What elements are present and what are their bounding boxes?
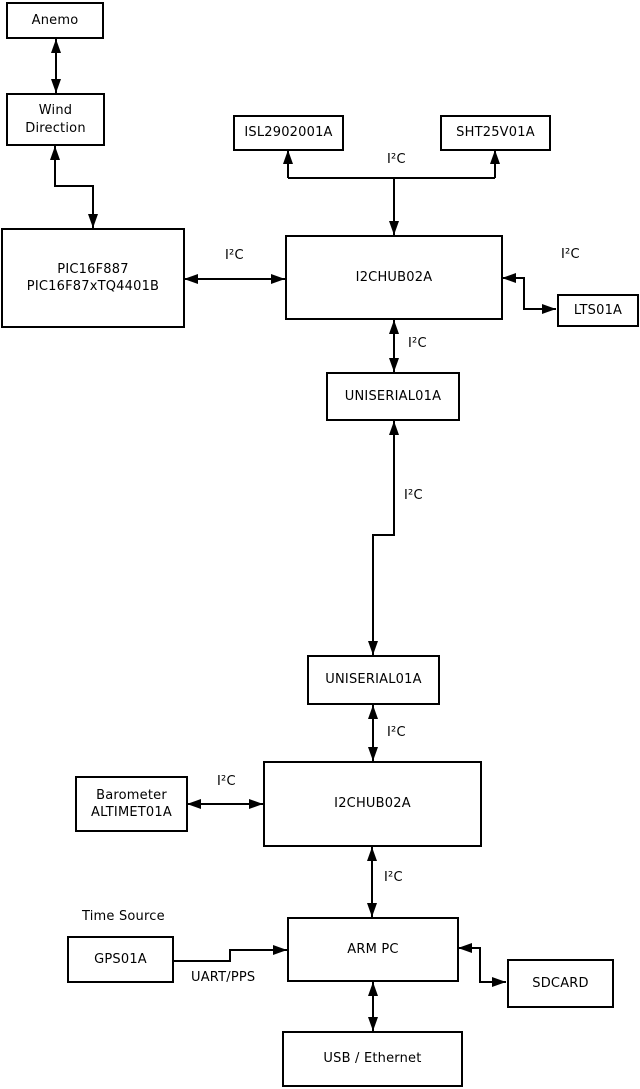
node-sdcard: SDCARD bbox=[507, 959, 614, 1008]
node-pic16f887-label-line2: PIC16F87xTQ4401B bbox=[26, 279, 160, 294]
node-i2chub02a-bottom: I2CHUB02A bbox=[263, 761, 482, 847]
edge-label-i2c-uniserial-link: I²C bbox=[404, 488, 423, 503]
edge-label-i2c-barometer-hub2: I²C bbox=[217, 774, 236, 789]
connector-lines bbox=[54, 39, 556, 1031]
node-arm-pc-label: ARM PC bbox=[347, 941, 399, 957]
node-barometer-label-line2: ALTIMET01A bbox=[91, 805, 172, 820]
node-barometer-label-line1: Barometer bbox=[96, 787, 167, 803]
node-wind-direction-label-line1: Wind bbox=[38, 103, 73, 119]
node-wind-direction-label-line2: Direction bbox=[25, 120, 86, 136]
node-lts01a-label: LTS01A bbox=[573, 302, 623, 318]
node-pic16f887: PIC16F887 PIC16F87xTQ4401B bbox=[1, 228, 185, 328]
node-anemo: Anemo bbox=[6, 2, 104, 39]
node-sdcard-label: SDCARD bbox=[532, 975, 589, 991]
edge-label-i2c-uniserial-hub2: I²C bbox=[387, 725, 406, 740]
node-sht25v01a-label: SHT25V01A bbox=[456, 125, 535, 141]
edge-label-time-source: Time Source bbox=[82, 909, 165, 924]
node-lts01a: LTS01A bbox=[557, 294, 639, 327]
node-i2chub02a-top-label: I2CHUB02A bbox=[355, 269, 433, 285]
node-usb-ethernet-label: USB / Ethernet bbox=[323, 1051, 422, 1067]
edge-label-uart-pps: UART/PPS bbox=[191, 970, 256, 985]
node-i2chub02a-bottom-label: I2CHUB02A bbox=[334, 796, 411, 812]
edge-label-i2c-hub2-armpc: I²C bbox=[384, 870, 403, 885]
edge-label-i2c-hub1-uniserial: I²C bbox=[408, 336, 427, 351]
node-i2chub02a-top: I2CHUB02A bbox=[285, 235, 503, 320]
node-usb-ethernet: USB / Ethernet bbox=[282, 1031, 463, 1087]
node-gps01a: GPS01A bbox=[67, 936, 174, 983]
node-gps01a-label: GPS01A bbox=[94, 951, 147, 967]
node-sht25v01a: SHT25V01A bbox=[440, 115, 551, 151]
edge-label-i2c-pic-hub1: I²C bbox=[225, 248, 244, 263]
edge-label-i2c-hub1-lts: I²C bbox=[561, 247, 580, 262]
node-barometer-altimet01a: Barometer ALTIMET01A bbox=[75, 776, 188, 832]
node-uniserial01a-top-label: UNISERIAL01A bbox=[344, 388, 442, 404]
node-isl2902001a: ISL2902001A bbox=[233, 115, 344, 151]
node-anemo-label: Anemo bbox=[31, 12, 79, 28]
node-arm-pc: ARM PC bbox=[287, 917, 459, 982]
connector-arrowheads bbox=[50, 39, 556, 1031]
node-isl2902001a-label: ISL2902001A bbox=[244, 125, 333, 141]
node-wind-direction: Wind Direction bbox=[6, 93, 105, 146]
edge-label-i2c-top-branch: I²C bbox=[387, 152, 406, 167]
node-uniserial01a-top: UNISERIAL01A bbox=[326, 372, 460, 421]
node-pic16f887-label-line1: PIC16F887 bbox=[57, 261, 129, 277]
node-uniserial01a-bottom-label: UNISERIAL01A bbox=[325, 672, 422, 688]
node-uniserial01a-bottom: UNISERIAL01A bbox=[307, 655, 440, 705]
